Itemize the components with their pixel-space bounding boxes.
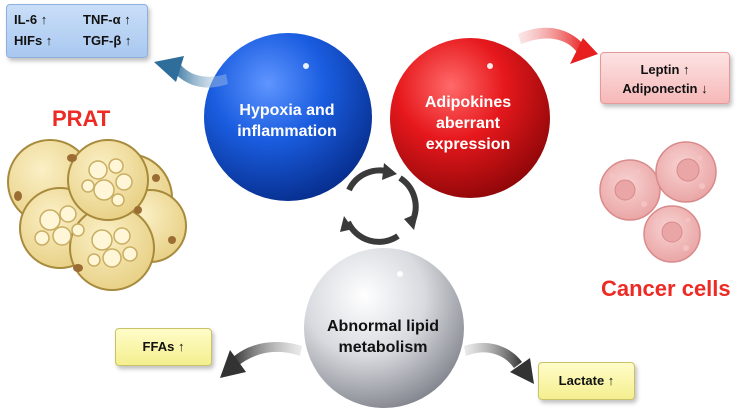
hifs-label: HIFs ↑ <box>14 33 53 48</box>
tgf-beta-label: TGF-β ↑ <box>83 33 132 48</box>
lipid-line-1: Abnormal lipid <box>327 318 439 335</box>
adipocyte-cluster-icon <box>7 139 187 291</box>
cycle-arrows-icon <box>340 163 419 245</box>
curved-arrow-icon <box>464 342 534 384</box>
lipid-line-2: metabolism <box>338 339 428 356</box>
curved-arrow-icon <box>518 27 598 64</box>
il6-label: IL-6 ↑ <box>14 12 48 27</box>
cancer-cells-label: Cancer cells <box>601 276 731 301</box>
lipid-sphere-text: Abnormal lipid metabolism <box>298 316 468 358</box>
prat-label: PRAT <box>52 106 111 131</box>
curved-arrow-icon <box>154 56 228 88</box>
hypoxia-line-1: Hypoxia and <box>239 102 335 119</box>
adipokine-levels-box: Leptin ↑ Adiponectin ↓ <box>600 52 730 104</box>
leptin-label: Leptin ↑ <box>640 62 690 77</box>
sphere-lipid <box>304 248 464 408</box>
sphere-adipokines <box>390 38 550 198</box>
adipokines-line-2: aberrant <box>435 115 501 132</box>
hypoxia-sphere-text: Hypoxia and inflammation <box>207 100 367 142</box>
cancer-cell-icon <box>599 141 717 263</box>
adiponectin-label: Adiponectin ↓ <box>622 81 708 96</box>
inflammatory-markers-box: IL-6 ↑ TNF-α ↑ HIFs ↑ TGF-β ↑ <box>6 4 148 58</box>
sphere-hypoxia <box>204 33 372 201</box>
curved-arrow-icon <box>220 342 302 378</box>
adipokines-line-1: Adipokines <box>424 94 512 111</box>
lactate-box: Lactate ↑ <box>538 362 635 400</box>
adipokines-sphere-text: Adipokines aberrant expression <box>398 92 538 155</box>
tnf-alpha-label: TNF-α ↑ <box>83 12 131 27</box>
adipokines-line-3: expression <box>425 136 511 153</box>
hypoxia-line-2: inflammation <box>237 123 337 140</box>
ffas-box: FFAs ↑ <box>115 328 212 366</box>
